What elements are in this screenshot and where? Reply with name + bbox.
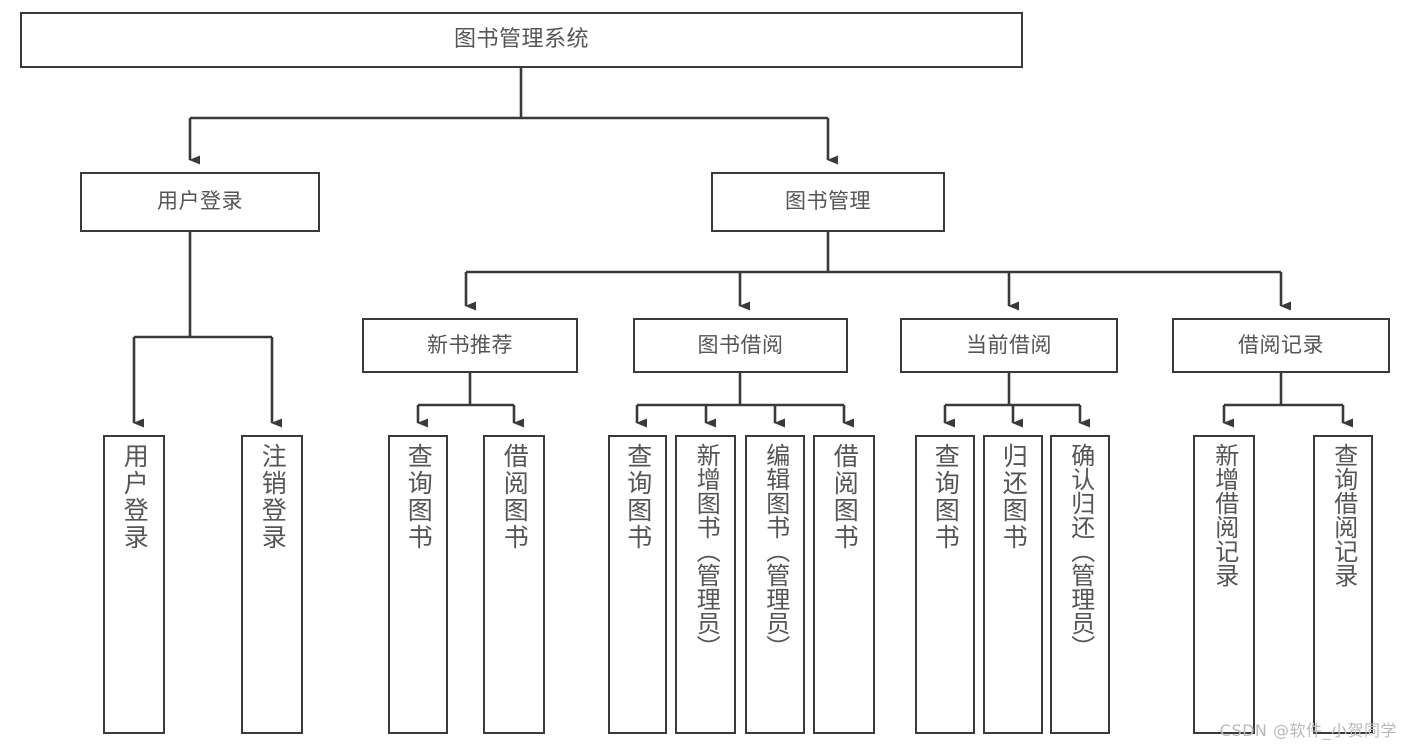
node-label: 新增图书（管理员） bbox=[692, 443, 721, 659]
node-leaf-borrow-book-recommend[interactable]: 借阅图书 bbox=[483, 435, 545, 734]
node-label: 注销登录 bbox=[258, 443, 288, 551]
node-label: 编辑图书（管理员） bbox=[761, 443, 790, 659]
node-label: 借阅图书 bbox=[830, 443, 860, 551]
node-user-login[interactable]: 用户登录 bbox=[80, 172, 320, 232]
node-label: 用户登录 bbox=[120, 443, 150, 551]
node-leaf-return-book[interactable]: 归还图书 bbox=[983, 435, 1043, 734]
node-leaf-add-book-admin[interactable]: 新增图书（管理员） bbox=[675, 435, 736, 734]
node-label: 新增借阅记录 bbox=[1210, 443, 1239, 587]
node-leaf-query-book-recommend[interactable]: 查询图书 bbox=[388, 435, 448, 734]
node-borrow-record[interactable]: 借阅记录 bbox=[1172, 318, 1390, 373]
node-new-book-recommend[interactable]: 新书推荐 bbox=[362, 318, 578, 373]
node-leaf-user-login[interactable]: 用户登录 bbox=[103, 435, 165, 734]
node-current-borrow[interactable]: 当前借阅 bbox=[900, 318, 1118, 373]
node-label: 图书借阅 bbox=[697, 332, 784, 357]
node-leaf-query-book-current[interactable]: 查询图书 bbox=[915, 435, 975, 734]
node-root-book-management-system[interactable]: 图书管理系统 bbox=[20, 12, 1023, 68]
node-label: 查询图书 bbox=[404, 443, 434, 551]
node-leaf-borrow-book-borrow[interactable]: 借阅图书 bbox=[813, 435, 875, 734]
node-label: 查询借阅记录 bbox=[1329, 443, 1358, 587]
node-label: 图书管理系统 bbox=[453, 26, 589, 52]
node-label: 用户登录 bbox=[157, 189, 243, 214]
node-label: 查询图书 bbox=[623, 443, 653, 551]
node-label: 确认归还（管理员） bbox=[1066, 443, 1095, 659]
node-leaf-edit-book-admin[interactable]: 编辑图书（管理员） bbox=[745, 435, 805, 734]
node-book-borrow[interactable]: 图书借阅 bbox=[633, 318, 848, 373]
csdn-watermark: CSDN @软件_小贺同学 bbox=[1219, 721, 1397, 740]
node-label: 图书管理 bbox=[785, 189, 871, 214]
node-leaf-query-book-borrow[interactable]: 查询图书 bbox=[608, 435, 667, 734]
node-leaf-confirm-return-admin[interactable]: 确认归还（管理员） bbox=[1050, 435, 1110, 734]
node-leaf-add-borrow-record[interactable]: 新增借阅记录 bbox=[1193, 435, 1255, 734]
node-label: 借阅记录 bbox=[1238, 332, 1324, 357]
node-book-manage[interactable]: 图书管理 bbox=[711, 172, 945, 232]
node-label: 归还图书 bbox=[999, 443, 1029, 551]
node-label: 查询图书 bbox=[931, 443, 961, 551]
node-leaf-user-logout[interactable]: 注销登录 bbox=[241, 435, 303, 734]
node-label: 借阅图书 bbox=[500, 443, 530, 551]
node-label: 新书推荐 bbox=[427, 332, 513, 357]
node-leaf-query-borrow-record[interactable]: 查询借阅记录 bbox=[1313, 435, 1373, 734]
node-label: 当前借阅 bbox=[966, 332, 1052, 357]
